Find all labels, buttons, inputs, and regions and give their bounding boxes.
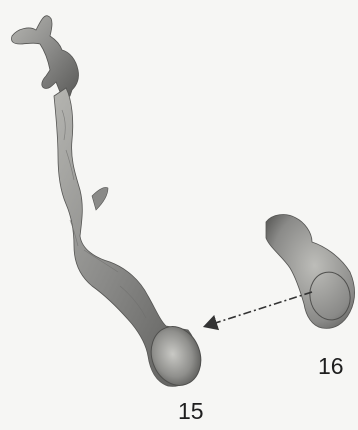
structure-15-side-branch [92, 187, 108, 210]
structure-15 [11, 16, 208, 393]
structure-16-body [266, 215, 355, 329]
arrow-16-to-15 [206, 292, 312, 326]
label-16: 16 [318, 355, 344, 378]
label-15: 15 [178, 400, 204, 423]
structure-16 [266, 215, 355, 329]
structure-15-top-branch [11, 16, 78, 97]
